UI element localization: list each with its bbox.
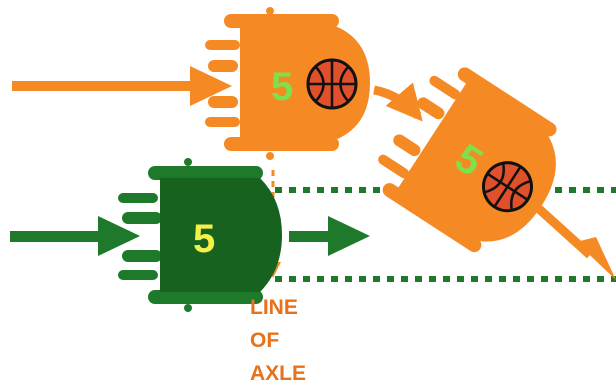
wheelchair-orange-right: 5 [378, 67, 557, 253]
label-line2: OF [250, 329, 279, 352]
basketball-icon [306, 58, 358, 110]
wheelchair-number: 5 [271, 65, 293, 109]
label-line3: AXLE [250, 362, 306, 385]
wheelchair-green: 5 [118, 158, 282, 312]
basketball-icon [481, 161, 533, 213]
wheelchair-orange-top: 5 [205, 7, 370, 160]
label-line1: LINE [250, 296, 298, 319]
diagonal-arrow-icon [534, 204, 616, 280]
orange-arrow-left-icon [12, 66, 232, 106]
green-arrow-right-icon [289, 216, 370, 256]
wheelchair-number: 5 [193, 217, 215, 261]
line-of-axle-label: LINE OF AXLE [250, 296, 306, 385]
green-arrow-left-icon [10, 216, 140, 256]
curved-arrow-icon [373, 82, 423, 122]
